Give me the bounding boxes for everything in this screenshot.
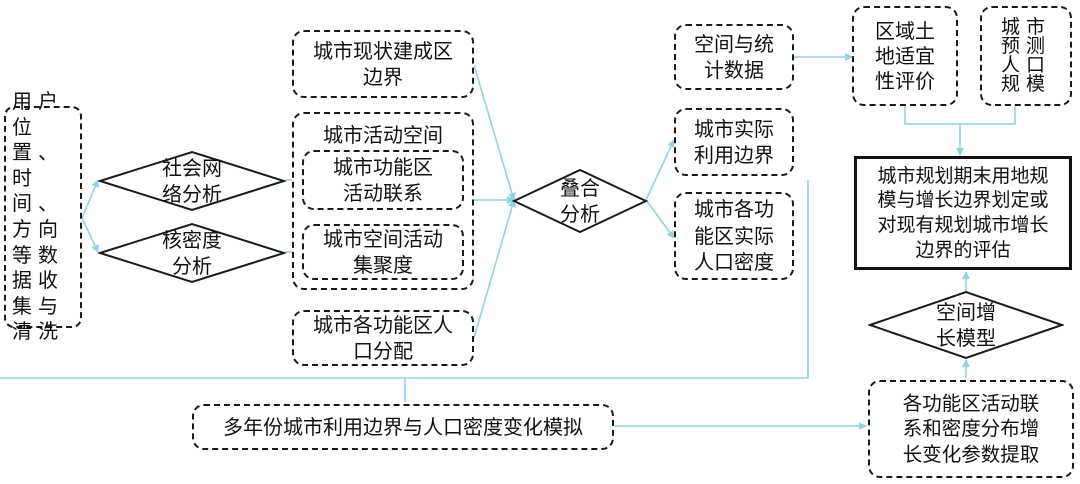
connector-line xyxy=(81,217,99,253)
built-boundary-label: 城市现状建成区 边界 xyxy=(313,38,453,89)
connector-line xyxy=(0,180,809,379)
kernel-density-label: 核密度 分析 xyxy=(162,228,222,278)
spatial-stats-label: 空间与统 计数据 xyxy=(694,31,774,82)
social-network-diamond: 社会网 络分析 xyxy=(98,150,286,212)
user-data-box: 用户 位置、 时间、 方向 等数 据收 集与 清洗 xyxy=(4,89,82,343)
connector-line xyxy=(473,199,516,339)
activity-space-title: 城市活动空间 xyxy=(323,123,443,147)
spatial-stats-box: 空间与统 计数据 xyxy=(674,24,794,90)
pop-density-box: 城市各功 能区实际 人口密度 xyxy=(674,192,794,280)
connector-line xyxy=(904,105,1016,125)
function-link-box: 城市功能区 活动联系 xyxy=(302,150,464,210)
actual-boundary-box: 城市实际 利用边界 xyxy=(674,108,794,176)
overlay-label: 叠合 分析 xyxy=(560,176,600,226)
growth-model-label: 空间增 长模型 xyxy=(936,300,996,350)
overlay-diamond: 叠合 分析 xyxy=(512,168,648,234)
multi-year-sim-label: 多年份城市利用边界与人口密度变化模拟 xyxy=(223,414,583,439)
land-suitability-label: 区域土 地适宜 性评价 xyxy=(875,18,935,93)
space-agg-label: 城市空间活动 集聚度 xyxy=(323,226,443,277)
plan-result-box: 城市规划期末用地规 模与增长边界划定或 对现有规划城市增长 边界的评估 xyxy=(854,156,1072,270)
growth-model-diamond: 空间增 长模型 xyxy=(868,290,1064,360)
connector-line xyxy=(645,199,675,239)
pop-density-label: 城市各功 能区实际 人口密度 xyxy=(694,197,774,275)
user-data-label: 用户 位置、 时间、 方向 等数 据收 集与 清洗 xyxy=(12,89,64,344)
pop-forecast-label: 城市 预测 人口 规模 xyxy=(1000,16,1051,95)
population-box: 城市各功能区人 口分配 xyxy=(292,310,474,366)
multi-year-sim-box: 多年份城市利用边界与人口密度变化模拟 xyxy=(192,404,614,450)
kernel-density-diamond: 核密度 分析 xyxy=(98,222,286,284)
built-boundary-box: 城市现状建成区 边界 xyxy=(292,30,474,98)
param-extract-label: 各功能区活动联 系和密度分布增 长变化参数提取 xyxy=(902,391,1040,466)
connector-line xyxy=(645,139,675,201)
actual-boundary-label: 城市实际 利用边界 xyxy=(694,116,774,167)
space-agg-box: 城市空间活动 集聚度 xyxy=(302,224,464,280)
pop-forecast-box: 城市 预测 人口 规模 xyxy=(980,6,1072,106)
plan-result-label: 城市规划期末用地规 模与增长边界划定或 对现有规划城市增长 边界的评估 xyxy=(877,164,1049,261)
param-extract-box: 各功能区活动联 系和密度分布增 长变化参数提取 xyxy=(868,380,1074,478)
social-network-label: 社会网 络分析 xyxy=(162,156,222,206)
connector-line xyxy=(81,179,99,219)
population-label: 城市各功能区人 口分配 xyxy=(313,312,453,363)
land-suitability-box: 区域土 地适宜 性评价 xyxy=(852,6,958,106)
function-link-label: 城市功能区 活动联系 xyxy=(333,154,433,205)
connector-line xyxy=(473,64,516,201)
